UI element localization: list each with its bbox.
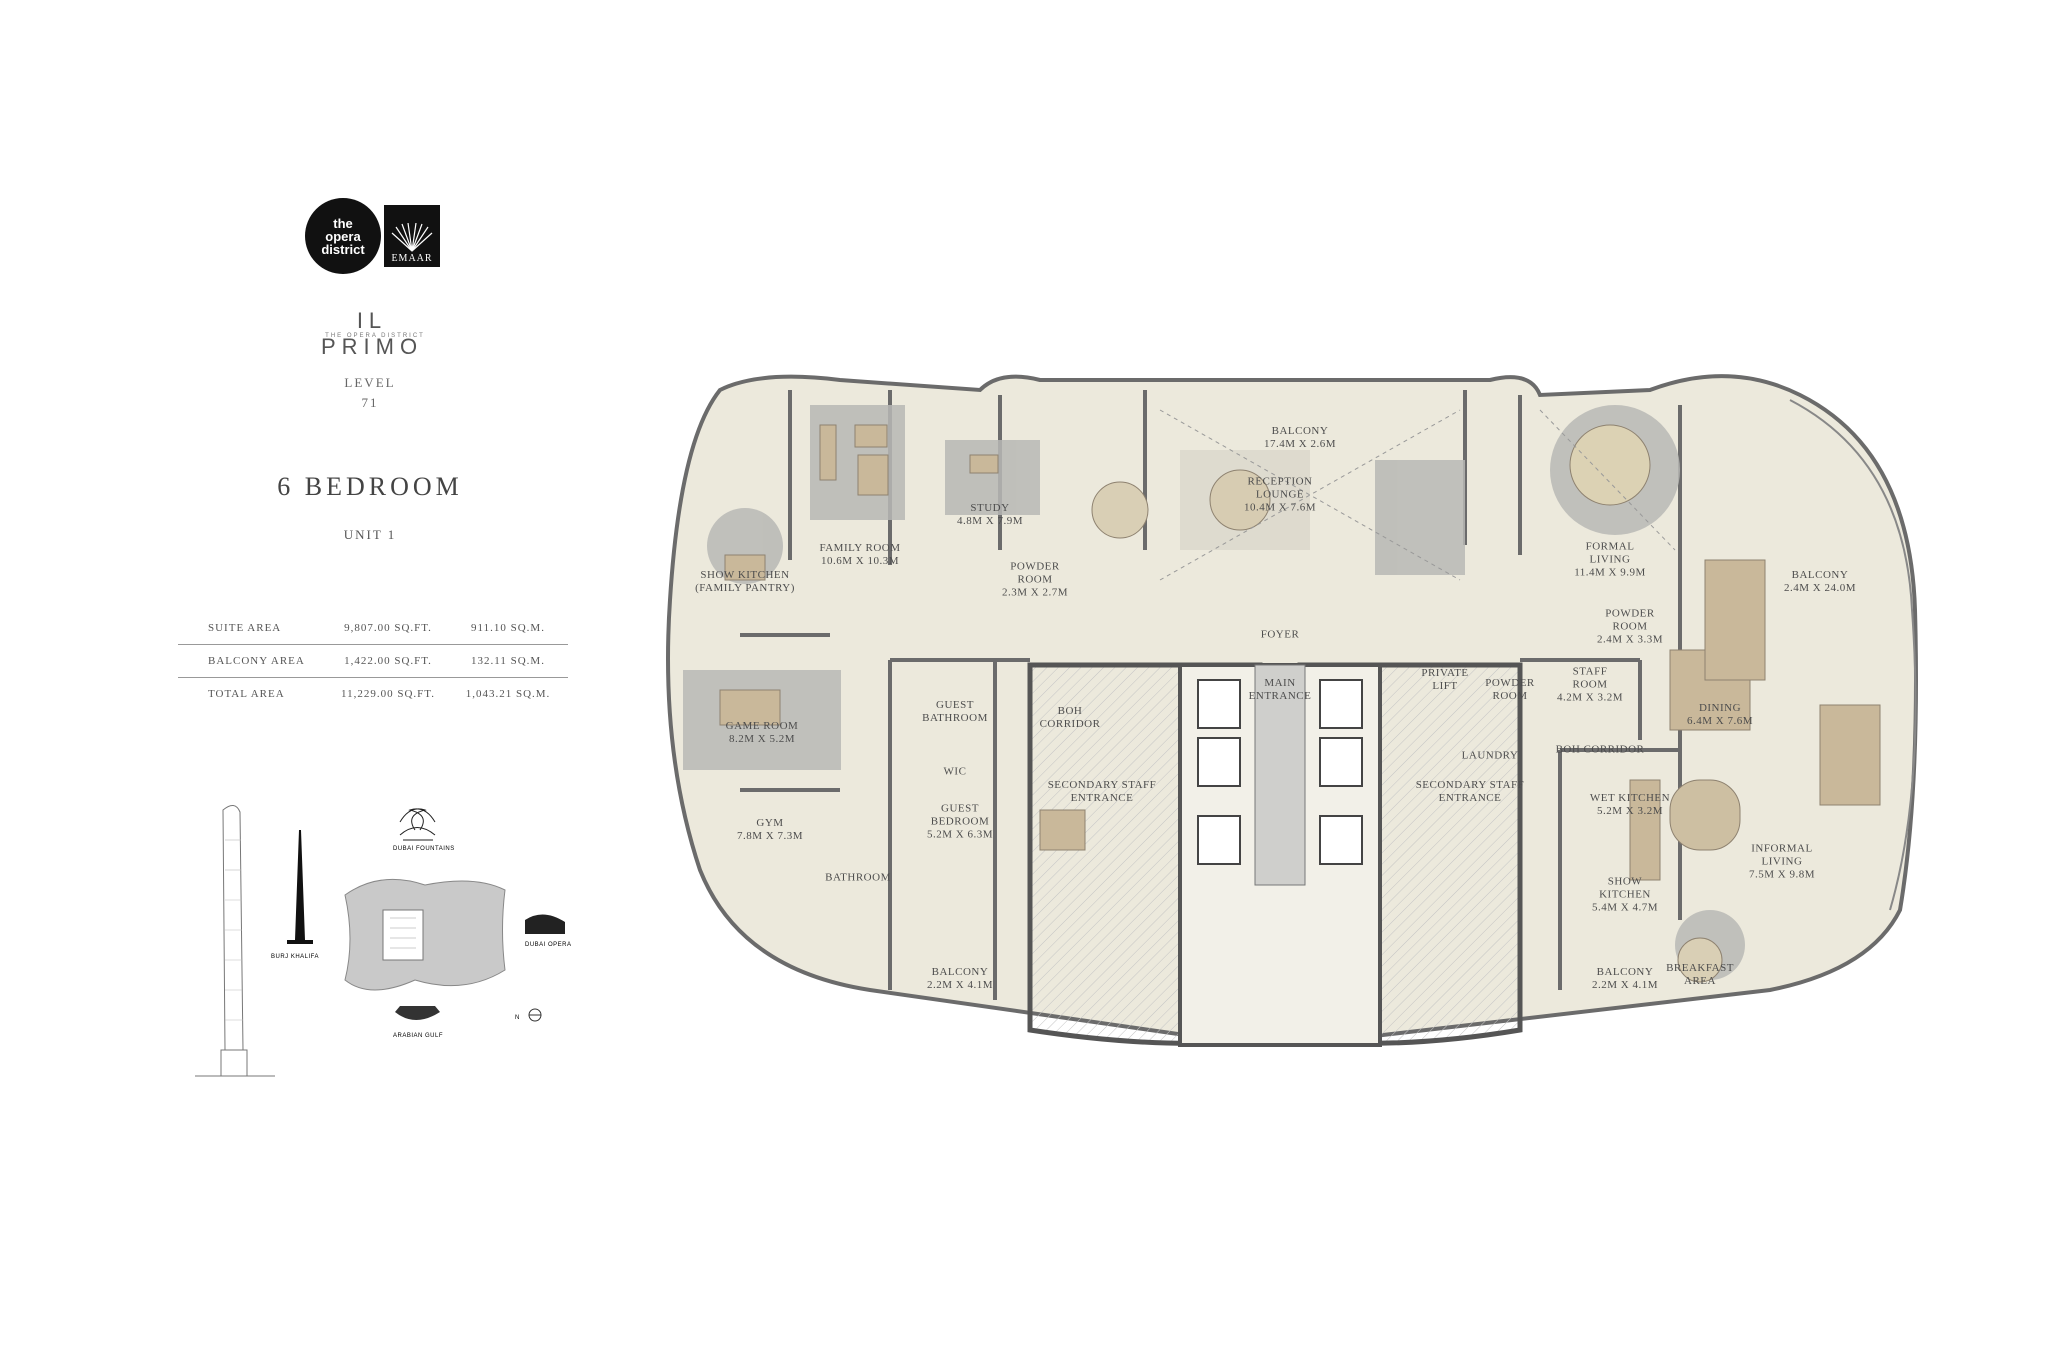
opera-label: DUBAI OPERA: [525, 942, 572, 948]
area-sqft: 11,229.00 SQ.FT.: [341, 688, 435, 700]
table-row: BALCONY AREA 1,422.00 SQ.FT. 132.11 SQ.M…: [178, 644, 568, 678]
room-label-reception: RECEPTION LOUNGE 10.4M X 7.6M: [1243, 475, 1316, 514]
room-label-balcony-br: BALCONY 2.2M X 4.1M: [1591, 966, 1658, 991]
table-row: SUITE AREA 9,807.00 SQ.FT. 911.10 SQ.M.: [178, 612, 568, 645]
unit-subtitle: UNIT 1: [343, 527, 397, 542]
ceiling-lines: [1159, 409, 1676, 581]
tower-elevation-icon: [195, 805, 275, 1077]
logo-word: opera: [325, 228, 361, 244]
brand-subtitle: THE OPERA DISTRICT: [325, 333, 425, 339]
room-label-show-kitchen-left: SHOW KITCHEN (FAMILY PANTRY): [695, 569, 795, 594]
fountains-icon: [399, 808, 436, 841]
room-label-family: FAMILY ROOM 10.6M X 10.3M: [819, 542, 901, 567]
brand-name: IL PRIMO: [320, 308, 424, 359]
room-label-informal-living: INFORMAL LIVING 7.5M X 9.8M: [1748, 842, 1815, 881]
level-number: 71: [361, 395, 379, 410]
area-sqm: 911.10 SQ.M.: [448, 612, 568, 645]
room-label-powder-right: POWDER ROOM 2.4M X 3.3M: [1596, 607, 1663, 646]
area-table: SUITE AREA 9,807.00 SQ.FT. 911.10 SQ.M. …: [178, 612, 568, 710]
area-sqft: 9,807.00 SQ.FT.: [328, 612, 448, 645]
unit-title: 6 BEDROOM: [277, 472, 463, 501]
room-label-staff-room: STAFF ROOM 4.2M X 3.2M: [1556, 665, 1623, 704]
room-label-main-entrance: MAIN ENTRANCE: [1248, 677, 1312, 702]
area-sqm: 1,043.21 SQ.M.: [465, 688, 551, 700]
room-label-wet-kitchen: WET KITCHEN 5.2M X 3.2M: [1589, 792, 1671, 817]
room-label-study: STUDY 4.8M X 7.9M: [956, 502, 1023, 527]
room-label-gym: GYM 7.8M X 7.3M: [736, 817, 803, 842]
fountains-label: DUBAI FOUNTAINS: [393, 846, 455, 852]
logo-word: district: [321, 241, 365, 257]
room-label-powder-small: POWDER ROOM: [1485, 677, 1535, 702]
room-label-guest-bedroom: GUEST BEDROOM 5.2M X 6.3M: [926, 802, 993, 841]
room-label-balcony-right: BALCONY 2.4M X 24.0M: [1783, 569, 1856, 594]
room-label-breakfast: BREAKFAST AREA: [1666, 962, 1734, 987]
floor-plan-drawing: [666, 374, 1918, 1047]
burj-khalifa-icon: [287, 830, 313, 944]
room-label-foyer: FOYER: [1260, 628, 1300, 641]
floor-plan: BALCONY 17.4M X 2.6M RECEPTION LOUNGE 10…: [640, 350, 1960, 1050]
burj-label: BURJ KHALIFA: [271, 954, 319, 960]
area-sqft: 1,422.00 SQ.FT.: [328, 644, 448, 678]
room-label-bathroom: BATHROOM: [825, 871, 891, 884]
room-label-dining: DINING 6.4M X 7.6M: [1686, 702, 1753, 727]
area-name: TOTAL AREA: [208, 688, 285, 700]
room-label-balcony-bl: BALCONY 2.2M X 4.1M: [926, 966, 993, 991]
opera-district-logo: the opera district: [305, 198, 381, 274]
emaar-wordmark: EMAAR: [391, 253, 433, 264]
logo-word: the: [333, 215, 353, 231]
room-label-game-room: GAME ROOM 8.2M X 5.2M: [725, 720, 799, 745]
key-plan: BURJ KHALIFA DUBAI FOUNTAINS DUBAI OPERA…: [195, 805, 572, 1077]
furniture: [719, 424, 1881, 983]
room-label-powder-left: POWDER ROOM 2.3M X 2.7M: [1001, 560, 1068, 599]
area-name: SUITE AREA: [178, 612, 328, 645]
room-label-wic: WIC: [943, 765, 967, 778]
lift-cars: [1197, 679, 1363, 865]
room-label-boh-right: BOH CORRIDOR: [1555, 743, 1645, 756]
area-sqm: 132.11 SQ.M.: [448, 644, 568, 678]
site-plan-icon: [344, 878, 506, 991]
gulf-label: ARABIAN GULF: [393, 1033, 443, 1039]
room-label-private-lift: PRIVATE LIFT: [1421, 667, 1469, 692]
room-label-boh-left: BOH CORRIDOR: [1039, 705, 1101, 730]
north-arrow-icon: [528, 1008, 542, 1022]
dubai-opera-icon: [525, 914, 565, 934]
area-name: BALCONY AREA: [178, 644, 328, 678]
room-label-secondary-left: SECONDARY STAFF ENTRANCE: [1047, 779, 1157, 804]
room-label-formal-living: FORMAL LIVING 11.4M X 9.9M: [1574, 540, 1646, 579]
north-label: N: [515, 1015, 520, 1021]
room-label-guest-bathroom: GUEST BATHROOM: [922, 699, 988, 724]
room-label-laundry: LAUNDRY: [1461, 749, 1519, 762]
emaar-sunburst-icon: [391, 223, 433, 252]
emaar-logo: EMAAR: [384, 205, 440, 267]
level-label: LEVEL: [344, 375, 396, 390]
table-row: TOTAL AREA 11,229.00 SQ.FT. 1,043.21 SQ.…: [178, 678, 568, 711]
room-label-balcony-top: BALCONY 17.4M X 2.6M: [1263, 425, 1336, 450]
room-label-secondary-right: SECONDARY STAFF ENTRANCE: [1415, 779, 1525, 804]
room-label-show-kitchen-right: SHOW KITCHEN 5.4M X 4.7M: [1591, 875, 1658, 914]
boat-icon: [395, 1006, 440, 1020]
